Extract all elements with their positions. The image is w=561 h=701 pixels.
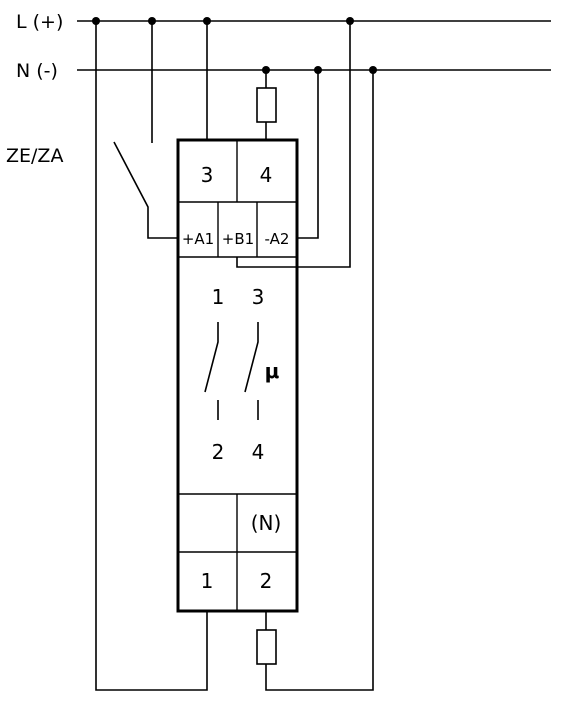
live-line-label: L (+) (16, 11, 63, 33)
wire-live-to-terminal-1 (95, 21, 208, 691)
terminal-2-label: 2 (260, 569, 273, 593)
coil-b1-label: +B1 (222, 230, 254, 248)
contact-1-switch (204, 322, 219, 393)
contact-2-bottom-label: 4 (252, 440, 265, 464)
control-input-label: ZE/ZA (6, 145, 63, 167)
terminal-4-label: 4 (260, 163, 273, 187)
resistor-bottom (256, 629, 277, 665)
wire-a2-to-neutral (298, 70, 319, 239)
neutral-note-label: (N) (251, 511, 282, 535)
wire-b1-to-live (236, 21, 351, 268)
contact-1-bottom-label: 2 (212, 440, 225, 464)
contact-2-switch (244, 322, 259, 393)
wire-resistor-to-neutral (265, 70, 374, 691)
contact-2-top-label: 3 (252, 285, 265, 309)
terminal-3-label: 3 (201, 163, 214, 187)
contact-1-top-label: 1 (212, 285, 225, 309)
terminal-1-label: 1 (201, 569, 214, 593)
coil-a2-label: -A2 (265, 230, 290, 248)
resistor-top (256, 87, 277, 123)
coil-a1-label: +A1 (182, 230, 214, 248)
relay-symbol: μ (265, 359, 280, 383)
neutral-line-label: N (-) (16, 60, 58, 82)
wire-control-switch-to-a1 (113, 141, 178, 239)
